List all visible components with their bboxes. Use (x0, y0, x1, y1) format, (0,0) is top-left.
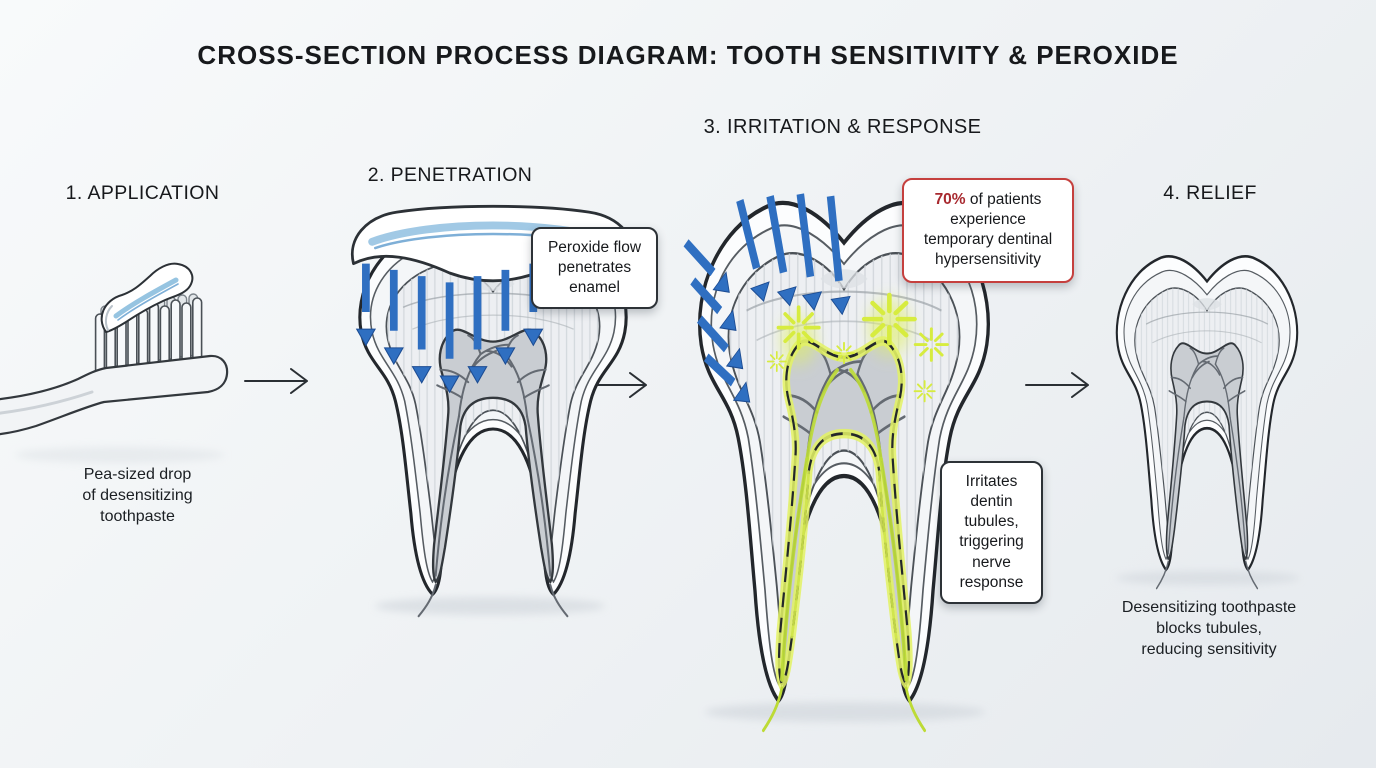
step-4-caption: Desensitizing toothpaste blocks tubules,… (1121, 599, 1297, 659)
step-arrow-3 (1025, 372, 1089, 398)
toothbrush-handle (0, 354, 229, 436)
step-4-label: 4. RELIEF (1163, 182, 1257, 204)
step-3-label: 3. IRRITATION & RESPONSE (703, 116, 982, 138)
step-arrow-1 (244, 368, 308, 394)
page-title: CROSS-SECTION PROCESS DIAGRAM: TOOTH SEN… (197, 40, 1179, 70)
step-2-label: 2. PENETRATION (367, 164, 533, 186)
step-1-label: 1. APPLICATION (65, 182, 220, 204)
stat-percentage: 70% (934, 191, 966, 208)
peroxide-attack-arrows (683, 193, 853, 412)
toothbrush-front-bristles (94, 297, 203, 383)
irritation-callout: Irritates dentin tubules, triggering ner… (940, 461, 1043, 604)
step-1-caption: Pea-sized drop of desensitizing toothpas… (82, 466, 193, 526)
irritated-nerves (762, 367, 926, 733)
tooth-3-illustration (683, 193, 988, 733)
peroxide-callout: Peroxide flow penetrates enamel (531, 227, 658, 310)
toothpaste-dollop-icon (100, 262, 194, 333)
tooth-4-illustration (1117, 256, 1297, 588)
hypersensitivity-stat-callout: 70% of patients experience temporary den… (902, 178, 1074, 283)
toothbrush-illustration (0, 262, 229, 436)
